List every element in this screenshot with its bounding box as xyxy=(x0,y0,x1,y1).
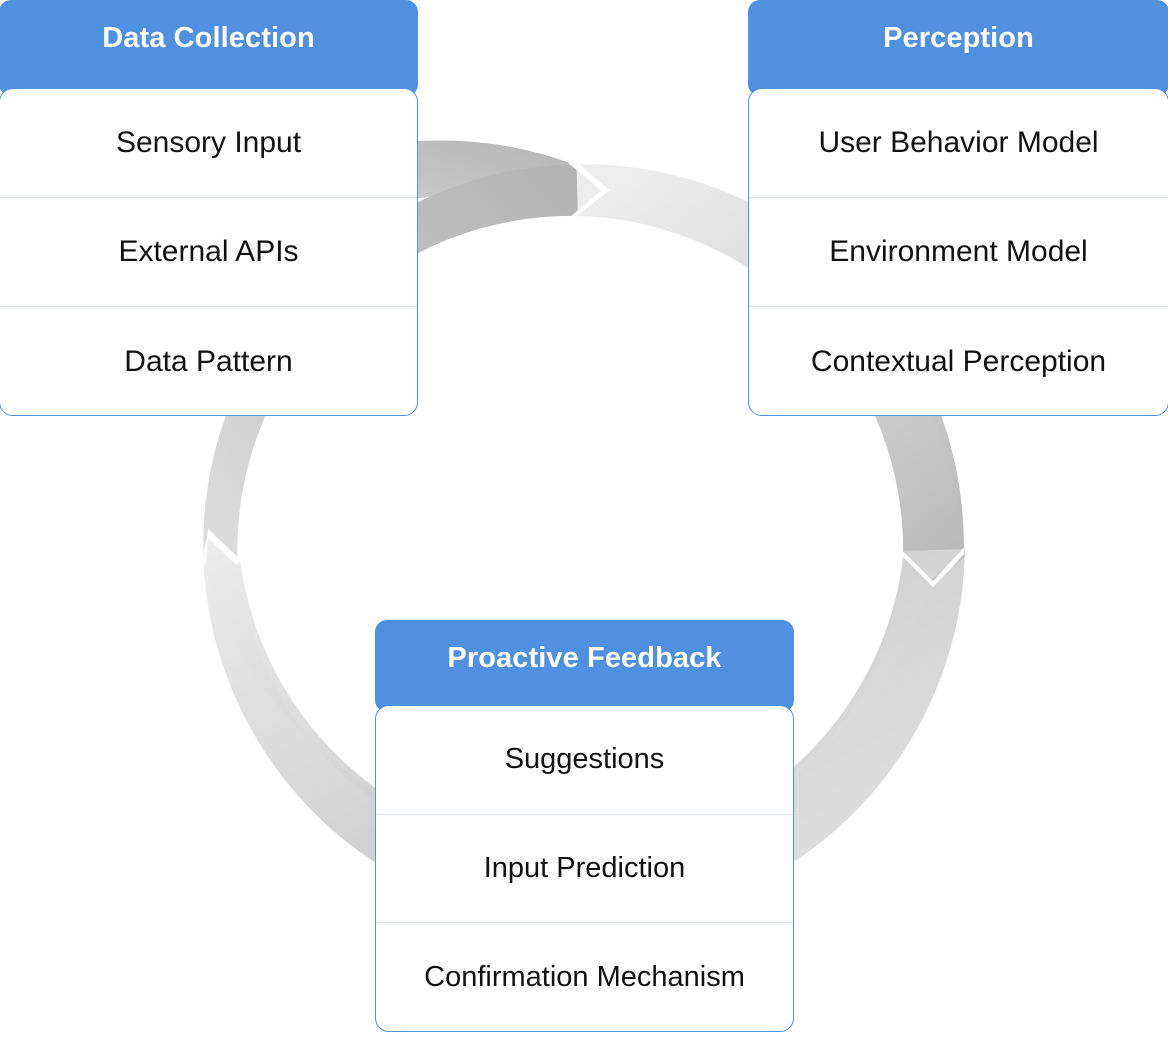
card-title: Proactive Feedback xyxy=(447,642,722,674)
card-title: Data Collection xyxy=(102,22,315,54)
card-data-collection[interactable]: Data Collection Sensory Input External A… xyxy=(0,0,418,416)
card-row[interactable]: User Behavior Model xyxy=(749,89,1168,198)
card-title: Perception xyxy=(883,22,1034,54)
card-row-label: Suggestions xyxy=(504,743,665,776)
card-perception[interactable]: Perception User Behavior Model Environme… xyxy=(748,0,1168,416)
card-row-label: Contextual Perception xyxy=(810,344,1107,378)
card-body-perception: User Behavior Model Environment Model Co… xyxy=(748,88,1168,416)
card-header-data-collection: Data Collection xyxy=(0,0,418,96)
card-row-label: External APIs xyxy=(118,235,299,268)
card-proactive-feedback[interactable]: Proactive Feedback Suggestions Input Pre… xyxy=(375,620,794,1032)
card-row-label: Input Prediction xyxy=(483,851,686,884)
card-header-perception: Perception xyxy=(748,0,1168,96)
card-row[interactable]: Input Prediction xyxy=(376,815,793,924)
arrow-head-top xyxy=(568,163,609,217)
card-row[interactable]: Sensory Input xyxy=(0,89,417,198)
card-row-label: Confirmation Mechanism xyxy=(424,960,745,993)
card-header-proactive-feedback: Proactive Feedback xyxy=(375,620,794,712)
card-row-label: Sensory Input xyxy=(115,126,302,159)
card-row[interactable]: Environment Model xyxy=(749,198,1168,307)
card-row-label: Data Pattern xyxy=(124,344,293,378)
arrow-head-right xyxy=(902,547,964,587)
card-row[interactable]: Contextual Perception xyxy=(749,307,1168,415)
card-row-label: Environment Model xyxy=(829,235,1088,268)
card-row[interactable]: External APIs xyxy=(0,198,417,307)
card-row-label: User Behavior Model xyxy=(818,126,1099,159)
card-row[interactable]: Confirmation Mechanism xyxy=(376,923,793,1031)
card-row[interactable]: Suggestions xyxy=(376,706,793,815)
card-body-data-collection: Sensory Input External APIs Data Pattern xyxy=(0,88,418,416)
card-body-proactive-feedback: Suggestions Input Prediction Confirmatio… xyxy=(375,705,794,1032)
card-row[interactable]: Data Pattern xyxy=(0,307,417,415)
arrow-head-left xyxy=(203,529,241,566)
